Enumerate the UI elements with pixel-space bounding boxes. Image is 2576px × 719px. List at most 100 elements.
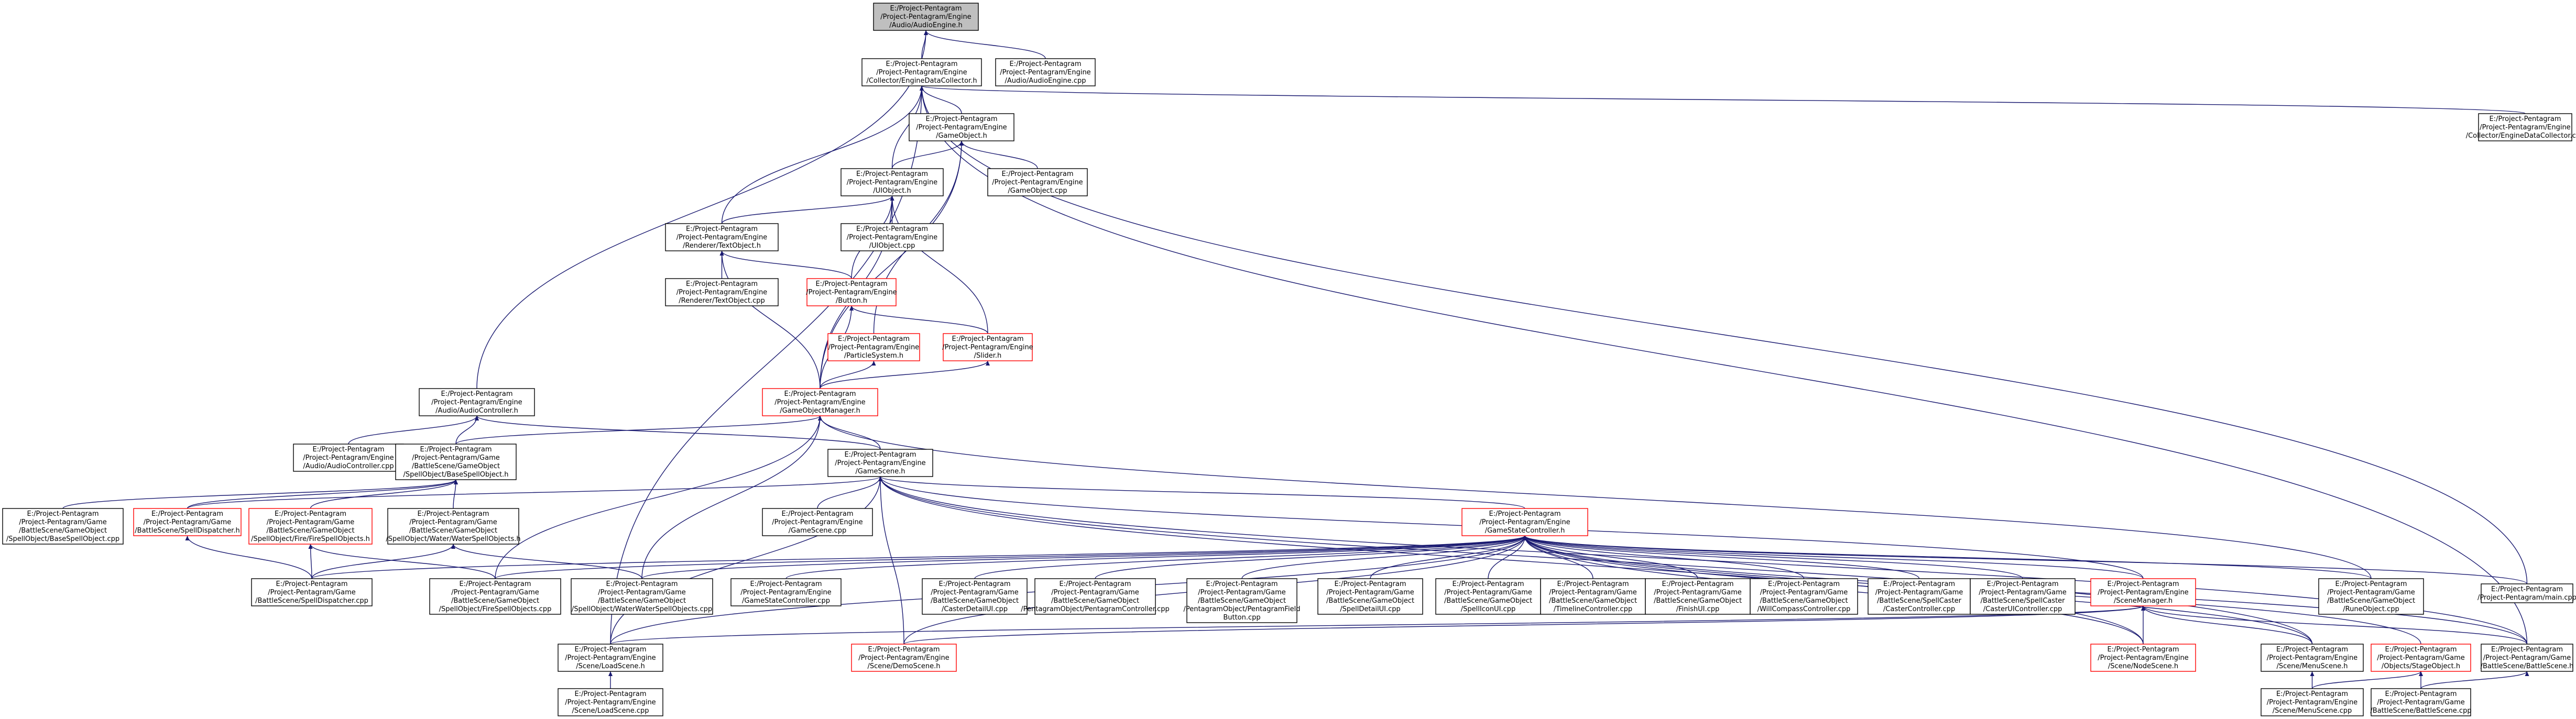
node-scenemanager-h[interactable]: E:/Project-Pentagram/Project-Pentagram/E… (2090, 578, 2196, 606)
node-waterwaterspellobjects-h[interactable]: E:/Project-Pentagram/Project-Pentagram/G… (386, 508, 521, 545)
node-label-line: E:/Project-Pentagram (2107, 646, 2179, 654)
node-label-line: E:/Project-Pentagram (2107, 580, 2179, 588)
edge-castercontroller-cpp-to-gamestatecontroller-h (1523, 535, 1920, 579)
node-textobject-h[interactable]: E:/Project-Pentagram/Project-Pentagram/E… (665, 223, 779, 251)
node-gamescene-h[interactable]: E:/Project-Pentagram/Project-Pentagram/E… (827, 449, 933, 477)
node-audioengine-cpp[interactable]: E:/Project-Pentagram/Project-Pentagram/E… (995, 58, 1096, 86)
node-box (861, 58, 982, 86)
node-castercontroller-cpp[interactable]: E:/Project-Pentagram/Project-Pentagram/G… (1868, 578, 1971, 615)
edge-timelinecontroller-cpp-to-gamestatecontroller-h (1523, 535, 1593, 579)
node-label-line: /BattleScene/GameObject (1198, 597, 1286, 605)
edge-casteruicontroller-cpp-to-gamestatecontroller-h (1523, 535, 2023, 579)
edge-willcompasscontroller-cpp-to-gamestatecontroller-h (1523, 535, 1805, 579)
node-pentagrammain-cpp[interactable]: E:/Project-Pentagram/Project-Pentagram/m… (2477, 583, 2576, 603)
node-label-line: /GameScene.cpp (789, 527, 847, 535)
node-box (251, 578, 373, 606)
edge-gameobjectmanager-h-to-slider-h (820, 360, 990, 389)
node-gameobject-cpp[interactable]: E:/Project-Pentagram/Project-Pentagram/E… (987, 168, 1088, 196)
node-menuscene-h[interactable]: E:/Project-Pentagram/Project-Pentagram/E… (2261, 644, 2364, 672)
node-firefirespellobjects-h[interactable]: E:/Project-Pentagram/Project-Pentagram/G… (248, 508, 373, 545)
edge-waterspellobjects-cpp-to-waterwaterspellobjects-h (451, 544, 642, 579)
node-casteruicontroller-cpp[interactable]: E:/Project-Pentagram/Project-Pentagram/G… (1970, 578, 2076, 615)
node-spelldispatcher-h[interactable]: E:/Project-Pentagram/Project-Pentagram/G… (133, 508, 242, 536)
node-label-line: /BattleScene/GameObject (19, 527, 107, 535)
node-label-line: /WillCompassController.cpp (1758, 605, 1851, 613)
node-timelinecontroller-cpp[interactable]: E:/Project-Pentagram/Project-Pentagram/G… (1540, 578, 1646, 615)
node-menuscene-cpp[interactable]: E:/Project-Pentagram/Project-Pentagram/E… (2261, 688, 2364, 716)
node-label-line: E:/Project-Pentagram (781, 510, 853, 518)
node-casterdetailui-cpp[interactable]: E:/Project-Pentagram/Project-Pentagram/G… (922, 578, 1028, 615)
node-label-line: /CasterUIController.cpp (1983, 605, 2062, 613)
node-basespellobject-cpp[interactable]: E:/Project-Pentagram/Project-Pentagram/G… (2, 508, 124, 545)
node-label-line: Button.cpp (1223, 614, 1260, 622)
edge-basespellobject-cpp-to-basespellobject-h (62, 479, 458, 509)
node-collector-h[interactable]: E:/Project-Pentagram/Project-Pentagram/E… (861, 58, 982, 86)
node-box (419, 388, 535, 416)
node-waterspellobjects-cpp[interactable]: E:/Project-Pentagram/Project-Pentagram/G… (571, 578, 713, 615)
node-box (2478, 113, 2572, 141)
node-loadscene-cpp[interactable]: E:/Project-Pentagram/Project-Pentagram/E… (558, 688, 663, 716)
node-label-line: E:/Project-Pentagram (1206, 580, 1278, 588)
node-finishui-cpp[interactable]: E:/Project-Pentagram/Project-Pentagram/G… (1645, 578, 1751, 615)
edge-waterspellobjects-cpp-to-gamestatecontroller-h (641, 535, 1527, 579)
node-slider-h[interactable]: E:/Project-Pentagram/Project-Pentagram/E… (942, 333, 1033, 361)
node-label-line: /Scene/MenuScene.cpp (2273, 707, 2352, 715)
node-spelldetailui-cpp[interactable]: E:/Project-Pentagram/Project-Pentagram/G… (1317, 578, 1423, 615)
node-label-line: /Project-Pentagram/Engine (565, 699, 656, 706)
node-gamestatecontroller-h[interactable]: E:/Project-Pentagram/Project-Pentagram/E… (1461, 508, 1588, 536)
node-box (943, 333, 1033, 361)
node-label-line: /Project-Pentagram/Engine (858, 654, 949, 662)
node-label-line: /SpellObject/Fire/FireSpellObjects.h (251, 535, 370, 543)
node-battlescene-cpp[interactable]: E:/Project-Pentagram/Project-Pentagram/G… (2370, 688, 2472, 716)
node-firespellobjects-cpp[interactable]: E:/Project-Pentagram/Project-Pentagram/G… (429, 578, 561, 615)
node-button-h[interactable]: E:/Project-Pentagram/Project-Pentagram/E… (806, 278, 897, 306)
node-label-line: /Project-Pentagram/Engine (942, 344, 1033, 351)
node-label-line: E:/Project-Pentagram (1986, 580, 2058, 588)
node-label-line: /Project-Pentagram/Engine (1479, 518, 1570, 526)
node-gameobject-h[interactable]: E:/Project-Pentagram/Project-Pentagram/E… (909, 113, 1014, 141)
node-box (2261, 644, 2364, 672)
node-label-line: /Project-Pentagram/Game (267, 518, 355, 526)
node-uiobject-cpp[interactable]: E:/Project-Pentagram/Project-Pentagram/E… (841, 223, 944, 251)
node-demoscene-h[interactable]: E:/Project-Pentagram/Project-Pentagram/E… (851, 644, 957, 672)
node-loadscene-h[interactable]: E:/Project-Pentagram/Project-Pentagram/E… (558, 644, 663, 672)
node-spelliconui-cpp[interactable]: E:/Project-Pentagram/Project-Pentagram/G… (1435, 578, 1541, 615)
node-stageobject-h[interactable]: E:/Project-Pentagram/Project-Pentagram/G… (2371, 644, 2471, 672)
node-label-line: /Audio/AudioEngine.h (889, 21, 963, 29)
node-pentagramfieldbutton-cpp[interactable]: E:/Project-Pentagram/Project-Pentagram/G… (1184, 578, 1301, 623)
node-label-line: /BattleScene/GameObject (1760, 597, 1848, 605)
edge-pentagramfieldbutton-cpp-to-gamestatecontroller-h (1241, 535, 1527, 579)
node-label-line: /BattleScene/GameObject (409, 527, 497, 535)
node-audiocontroller-cpp[interactable]: E:/Project-Pentagram/Project-Pentagram/E… (293, 444, 404, 472)
node-gamescene-cpp[interactable]: E:/Project-Pentagram/Project-Pentagram/E… (762, 508, 873, 536)
node-label-line: /Project-Pentagram/Engine (847, 234, 937, 241)
node-label-line: /Project-Pentagram/Game (1979, 589, 2067, 596)
edge-spelldetailui-cpp-to-gamestatecontroller-h (1370, 535, 1527, 579)
node-label-line: /Project-Pentagram/Game (1444, 589, 1532, 596)
node-gamestatecontroller-cpp[interactable]: E:/Project-Pentagram/Project-Pentagram/E… (730, 578, 842, 606)
edge-slider-h-to-uiobject-h (890, 195, 988, 334)
node-box (1645, 578, 1751, 615)
node-willcompasscontroller-cpp[interactable]: E:/Project-Pentagram/Project-Pentagram/G… (1750, 578, 1858, 615)
node-pentagramcontroller-cpp[interactable]: E:/Project-Pentagram/Project-Pentagram/G… (1021, 578, 1170, 615)
node-label-line: E:/Project-Pentagram (856, 170, 928, 178)
node-spelldispatcher-cpp[interactable]: E:/Project-Pentagram/Project-Pentagram/G… (251, 578, 373, 606)
node-runeobject-cpp[interactable]: E:/Project-Pentagram/Project-Pentagram/G… (2318, 578, 2424, 615)
node-basespellobject-h[interactable]: E:/Project-Pentagram/Project-Pentagram/G… (395, 444, 517, 480)
node-label-line: /Scene/MenuScene.h (2276, 662, 2348, 670)
edge-audiocontroller-cpp-to-audiocontroller-h (348, 415, 479, 445)
node-particlesystem-h[interactable]: E:/Project-Pentagram/Project-Pentagram/E… (827, 333, 920, 361)
edge-button-h-to-textobject-h (719, 250, 852, 279)
edge-pentagrammain-cpp-to-gamestatecontroller-h (1523, 535, 2528, 584)
node-audioengine-h[interactable]: E:/Project-Pentagram/Project-Pentagram/E… (873, 3, 979, 31)
node-label-line: E:/Project-Pentagram (1768, 580, 1840, 588)
node-collector-cpp[interactable]: E:/Project-Pentagram/Project-Pentagram/E… (2466, 113, 2576, 141)
node-battlescene-h[interactable]: E:/Project-Pentagram/Project-Pentagram/G… (2481, 644, 2574, 672)
node-uiobject-h[interactable]: E:/Project-Pentagram/Project-Pentagram/E… (841, 168, 944, 196)
node-gameobjectmanager-h[interactable]: E:/Project-Pentagram/Project-Pentagram/E… (762, 388, 878, 416)
edge-basespellobject-h-to-audiocontroller-h (455, 415, 479, 445)
node-textobject-cpp[interactable]: E:/Project-Pentagram/Project-Pentagram/E… (665, 278, 779, 306)
node-nodescene-h[interactable]: E:/Project-Pentagram/Project-Pentagram/E… (2090, 644, 2196, 672)
node-audiocontroller-h[interactable]: E:/Project-Pentagram/Project-Pentagram/E… (419, 388, 535, 416)
node-layer: E:/Project-Pentagram/Project-Pentagram/E… (2, 3, 2576, 716)
